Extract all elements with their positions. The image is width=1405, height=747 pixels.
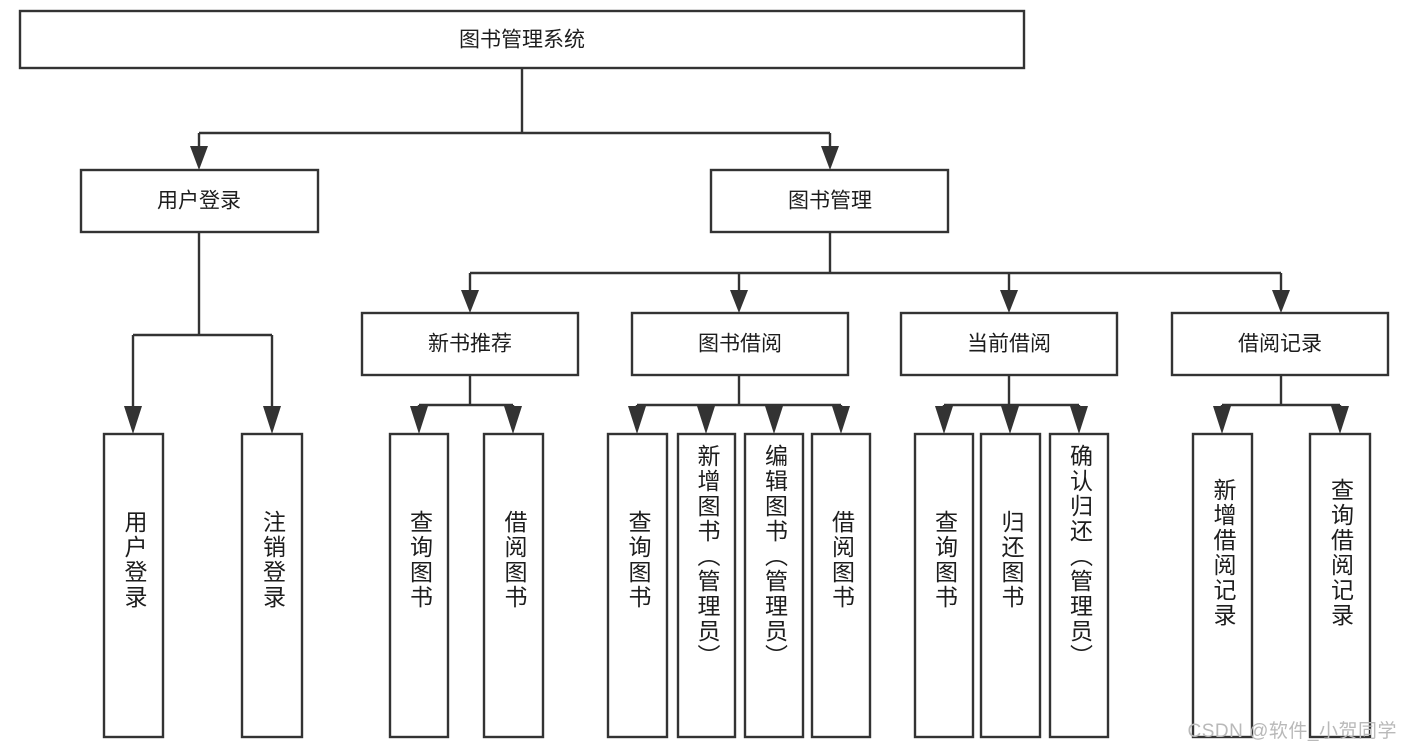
leaf-query-record-box[interactable] [1308,432,1372,739]
node-book-manage-box[interactable] [709,168,950,234]
leaf-user-login-box[interactable] [102,432,165,739]
node-book-borrow-label: 图书借阅 [698,333,782,356]
arrow-head-leaf-user-login [124,406,142,434]
node-borrow-record[interactable]: 借阅记录 [1170,311,1390,377]
arrow-head-borrow-record [1272,290,1290,313]
node-root-system-box[interactable] [18,9,1026,70]
arrow-head-leaf-confirm-return [1070,406,1088,434]
node-root-system-label: 图书管理系统 [459,29,585,52]
arrow-head-new-book-rec [461,290,479,313]
leaf-return-book-box[interactable] [979,432,1042,739]
leaf-query-book-2-box[interactable] [606,432,669,739]
node-new-book-rec-label: 新书推荐 [428,333,512,356]
leaf-logout-box[interactable] [240,432,304,739]
arrow-head-book-borrow [730,290,748,313]
arrow-head-leaf-add-book [697,406,715,434]
arrow-head-leaf-borrow-book-2 [832,406,850,434]
arrow-head-leaf-borrow-book-1 [504,406,522,434]
node-book-borrow-box[interactable] [630,311,850,377]
node-book-borrow[interactable]: 图书借阅 [630,311,850,377]
arrow-head-leaf-edit-book [765,406,783,434]
node-borrow-record-box[interactable] [1170,311,1390,377]
leaf-borrow-book-2-box[interactable] [810,432,872,739]
arrow-head-leaf-logout [263,406,281,434]
node-root-system[interactable]: 图书管理系统 [18,9,1026,70]
arrow-head-current-borrow [1000,290,1018,313]
node-new-book-rec-box[interactable] [360,311,580,377]
leaf-add-record-box[interactable] [1191,432,1254,739]
node-new-book-rec[interactable]: 新书推荐 [360,311,580,377]
arrow-head-user-login [190,146,208,170]
arrow-head-leaf-query-book-2 [628,406,646,434]
node-book-manage-label: 图书管理 [788,190,872,213]
arrow-head-book-manage [821,146,839,170]
node-current-borrow[interactable]: 当前借阅 [899,311,1119,377]
arrow-head-leaf-query-book-3 [935,406,953,434]
leaf-confirm-return-box[interactable] [1048,432,1110,739]
node-borrow-record-label: 借阅记录 [1238,333,1322,356]
connector-group [124,68,1349,434]
arrow-head-leaf-add-record [1213,406,1231,434]
node-current-borrow-label: 当前借阅 [967,333,1051,356]
arrow-head-leaf-query-book-1 [410,406,428,434]
leaf-borrow-book-1-box[interactable] [482,432,545,739]
node-current-borrow-box[interactable] [899,311,1119,377]
node-book-manage[interactable]: 图书管理 [709,168,950,234]
leaf-add-book-box[interactable] [676,432,737,739]
arrow-head-leaf-query-record [1331,406,1349,434]
watermark-text: CSDN @软件_小贺同学 [1187,721,1397,742]
node-user-login-label: 用户登录 [157,190,241,213]
node-user-login-box[interactable] [79,168,320,234]
leaf-query-book-3-box[interactable] [913,432,975,739]
leaf-query-book-1-box[interactable] [388,432,450,739]
node-user-login[interactable]: 用户登录 [79,168,320,234]
leaf-edit-book-box[interactable] [743,432,805,739]
arrow-head-leaf-return-book [1001,406,1019,434]
